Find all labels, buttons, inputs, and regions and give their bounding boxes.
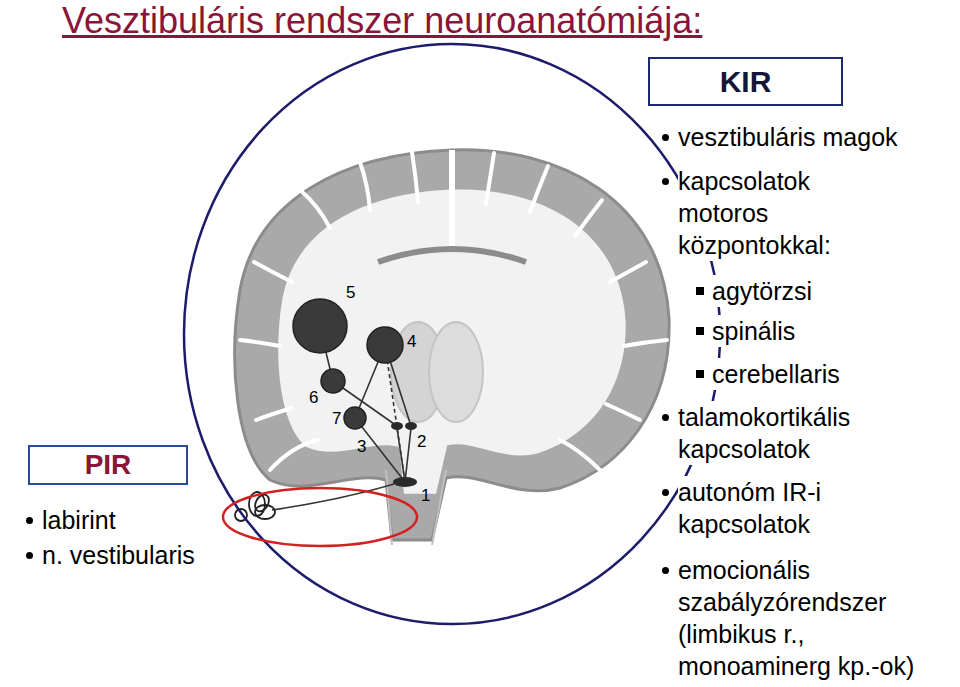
bullet-text: labirint [42,504,116,536]
bullet-text: kapcsolatok motoros központokkal: [678,165,883,261]
callout-number: 4 [407,333,416,351]
cns-outline [184,44,720,624]
box-label: PIR [85,450,132,481]
pns-box: PIR [28,445,188,485]
callout-number: 1 [421,487,430,505]
cns-box: KIR [648,57,843,106]
sub-bullet-text: cerebellaris [712,358,840,390]
bullet-marker [662,567,669,574]
bullet-text: n. vestibularis [42,539,195,571]
nucleus-circle [405,422,417,430]
midline-fissure [449,150,455,250]
page-title: Vesztibuláris rendszer neuroanatómiája: [62,0,702,42]
nucleus-circle [367,327,403,363]
callout-number: 7 [332,410,341,428]
bullet-text: talamokortikális kapcsolatok [678,401,910,465]
box-label: KIR [720,65,772,98]
nucleus-circle [293,299,347,353]
nucleus-circle [393,477,417,487]
pns-outline [223,488,417,546]
corpus-callosum [378,249,526,262]
bullet-marker [26,517,33,524]
cortex [235,150,669,540]
nucleus-circle [391,422,403,430]
bullet-text: autonóm IR-i kapcsolatok [678,476,910,540]
bullet-marker [662,134,669,141]
callout-number: 5 [346,284,355,302]
bullet-marker [696,370,704,378]
nucleus-circle [321,369,345,393]
sub-bullet-text: agytörzsi [712,275,812,307]
bullet-marker [662,489,669,496]
callout-number: 3 [357,438,366,456]
bullet-text: vesztibuláris magok [678,121,898,153]
sub-bullet-text: spinális [712,315,795,347]
bullet-marker [662,178,669,185]
bullet-marker [696,287,704,295]
bullet-text: emocionális szabályzórendszer (limbikus … [678,554,956,682]
bullet-marker [696,327,704,335]
callout-number: 2 [417,433,426,451]
thalamus [429,322,483,422]
callout-number: 6 [309,389,318,407]
bullet-marker [26,552,33,559]
brainstem [386,470,446,545]
bullet-marker [662,414,669,421]
nucleus-circle [344,407,366,429]
pathway-lines [320,328,411,482]
